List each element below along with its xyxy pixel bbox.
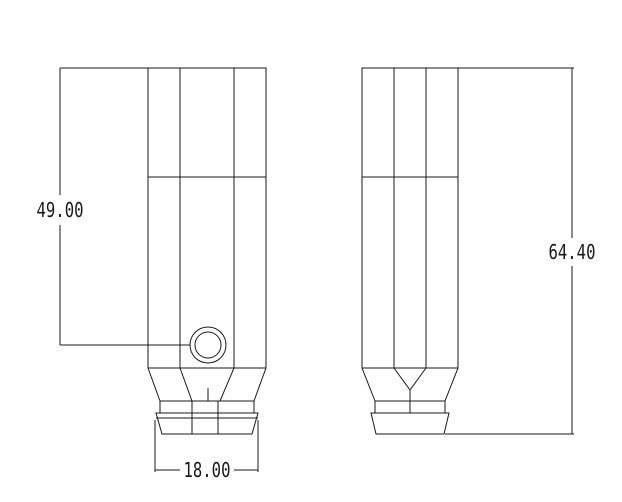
- port-inner-circle: [194, 331, 222, 359]
- side-taper-right: [444, 367, 459, 402]
- front-taper-left: [147, 367, 161, 402]
- front-taper-edge-right: [219, 367, 235, 402]
- front-view: [147, 67, 267, 435]
- front-taper-edge-left: [179, 367, 193, 402]
- dim-width-label: 18.00: [184, 459, 231, 482]
- dimension-height-front: [59, 67, 205, 346]
- front-taper-right: [253, 367, 267, 402]
- front-nut-base: [155, 412, 259, 435]
- front-nut-top: [159, 400, 255, 414]
- dimension-width: [154, 420, 259, 472]
- side-taper-left: [361, 367, 376, 402]
- dim-overall-height-label: 64.40: [549, 241, 596, 264]
- dim-front-height-label: 49.00: [37, 199, 84, 222]
- front-body-outline: [147, 67, 267, 369]
- side-taper-edge-right: [409, 367, 427, 391]
- side-view: [361, 67, 459, 435]
- dimension-height-overall: [445, 67, 574, 435]
- side-nut-base: [370, 412, 450, 435]
- side-taper-edge-left: [393, 367, 411, 391]
- side-body-outline: [361, 67, 459, 369]
